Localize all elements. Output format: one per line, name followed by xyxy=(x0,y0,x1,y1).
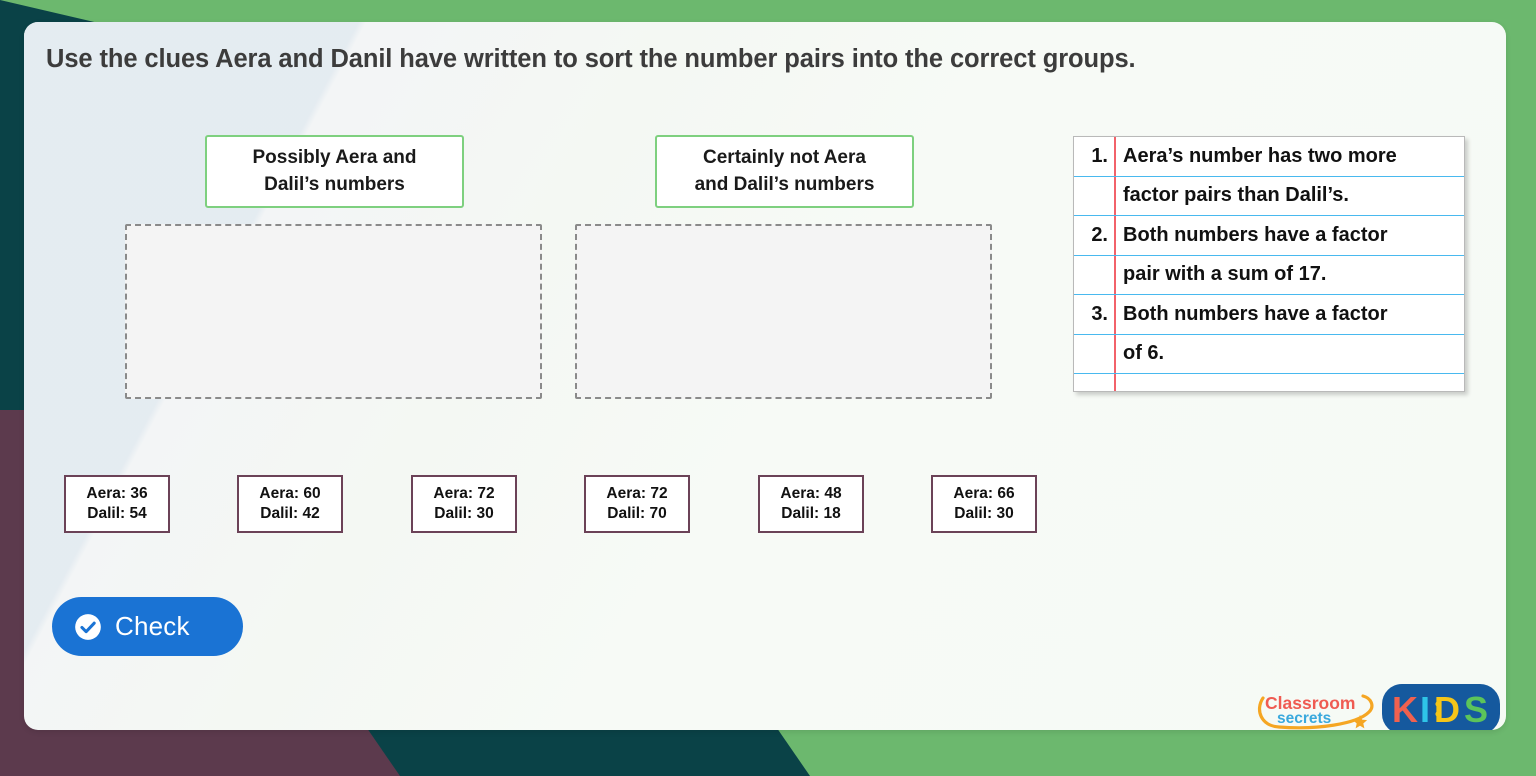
kids-logo: K I D S xyxy=(1382,684,1500,730)
notepad-margin-line xyxy=(1114,137,1116,391)
check-button[interactable]: Check xyxy=(52,597,243,656)
activity-card: Use the clues Aera and Danil have writte… xyxy=(24,22,1506,730)
number-pair-card[interactable]: Aera: 48 Dalil: 18 xyxy=(758,475,864,533)
clue-row: factor pairs than Dalil’s. xyxy=(1074,177,1464,216)
clue-row: pair with a sum of 17. xyxy=(1074,256,1464,295)
pair-dalil-value: Dalil: 70 xyxy=(607,505,667,522)
clue-text: Aera’s number has two more xyxy=(1123,144,1397,167)
svg-text:Classroom: Classroom xyxy=(1265,693,1355,713)
pair-aera-value: Aera: 72 xyxy=(606,484,668,502)
clue-text: Both numbers have a factor xyxy=(1123,302,1388,325)
category-label-possibly-line1: Possibly Aera and xyxy=(252,146,417,168)
pair-dalil-value: Dalil: 30 xyxy=(954,505,1014,522)
number-pair-card[interactable]: Aera: 66 Dalil: 30 xyxy=(931,475,1037,533)
clue-text: pair with a sum of 17. xyxy=(1123,263,1327,286)
clue-text: factor pairs than Dalil’s. xyxy=(1123,184,1349,207)
category-label-possibly: Possibly Aera and Dalil’s numbers xyxy=(205,135,464,208)
category-label-certainly-not-line2: and Dalil’s numbers xyxy=(694,173,875,195)
pair-aera-value: Aera: 66 xyxy=(953,484,1015,502)
dropzone-certainly-not[interactable] xyxy=(575,224,992,399)
clue-text: of 6. xyxy=(1123,342,1165,365)
clue-number: 2. xyxy=(1091,223,1108,246)
pair-aera-value: Aera: 48 xyxy=(780,484,842,502)
kids-logo-letter-i: I xyxy=(1420,689,1430,730)
clue-number: 3. xyxy=(1091,302,1108,325)
pair-aera-value: Aera: 60 xyxy=(259,484,321,502)
number-pair-card[interactable]: Aera: 60 Dalil: 42 xyxy=(237,475,343,533)
clue-text: Both numbers have a factor xyxy=(1123,223,1388,246)
kids-logo-letter-k: K xyxy=(1392,689,1418,730)
pair-dalil-value: Dalil: 18 xyxy=(781,505,841,522)
svg-text:secrets: secrets xyxy=(1277,710,1331,727)
category-label-certainly-not: Certainly not Aera and Dalil’s numbers xyxy=(655,135,914,208)
category-label-certainly-not-line1: Certainly not Aera xyxy=(703,146,866,168)
check-button-label: Check xyxy=(115,611,190,641)
pair-aera-value: Aera: 36 xyxy=(86,484,148,502)
clue-row: 1. Aera’s number has two more xyxy=(1074,137,1464,177)
number-pair-card[interactable]: Aera: 36 Dalil: 54 xyxy=(64,475,170,533)
clue-row: 3. Both numbers have a factor xyxy=(1074,295,1464,335)
pair-dalil-value: Dalil: 30 xyxy=(434,505,494,522)
clue-row: 2. Both numbers have a factor xyxy=(1074,216,1464,256)
pair-dalil-value: Dalil: 42 xyxy=(260,505,320,522)
number-pair-card[interactable]: Aera: 72 Dalil: 30 xyxy=(411,475,517,533)
dropzone-possibly[interactable] xyxy=(125,224,542,399)
kids-logo-letter-s: S xyxy=(1464,689,1488,730)
check-circle-icon xyxy=(75,613,101,640)
kids-logo-letter-d: D xyxy=(1434,689,1460,730)
clue-row: of 6. xyxy=(1074,335,1464,374)
category-label-possibly-line2: Dalil’s numbers xyxy=(264,173,405,195)
pair-dalil-value: Dalil: 54 xyxy=(87,505,147,522)
clues-notepad: 1. Aera’s number has two more factor pai… xyxy=(1073,136,1465,392)
classroom-secrets-logo: Classroom secrets xyxy=(1257,693,1374,730)
page-title: Use the clues Aera and Danil have writte… xyxy=(46,45,1136,73)
clue-number: 1. xyxy=(1091,144,1108,167)
pair-aera-value: Aera: 72 xyxy=(433,484,495,502)
number-pair-card[interactable]: Aera: 72 Dalil: 70 xyxy=(584,475,690,533)
